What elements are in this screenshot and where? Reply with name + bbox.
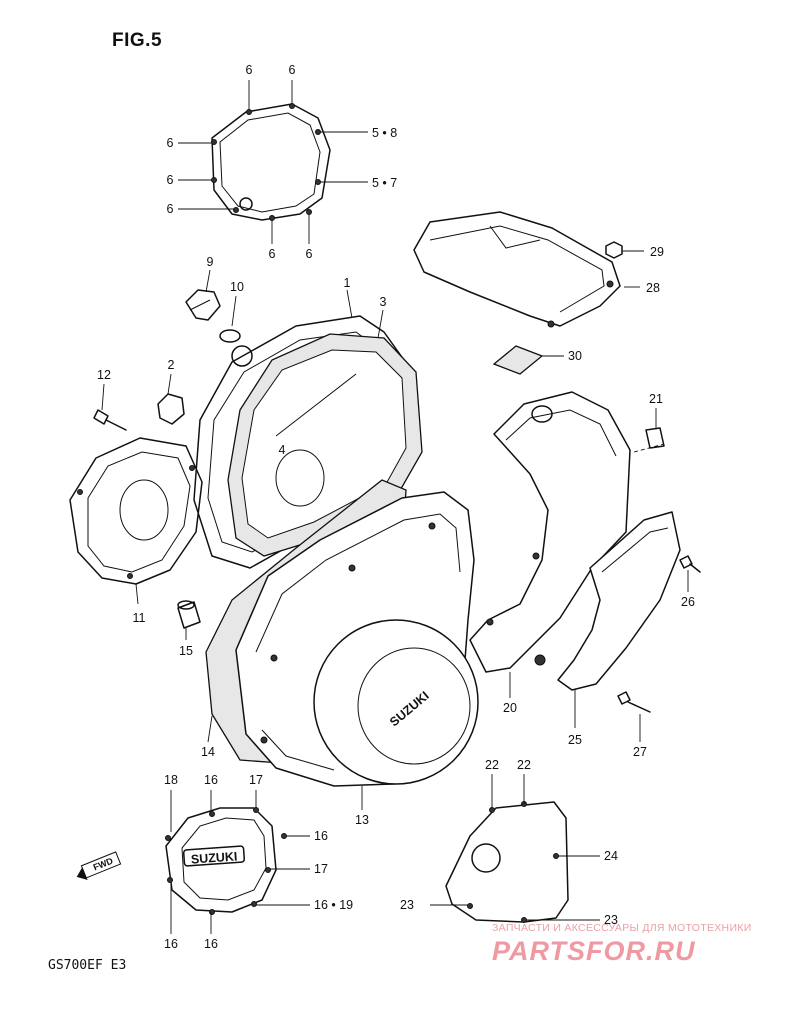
callout-16: 16 — [204, 937, 218, 951]
callout-17: 17 — [314, 862, 328, 876]
callout-9: 9 — [207, 255, 214, 269]
callout-6: 6 — [289, 63, 296, 77]
callout-6: 6 — [306, 247, 313, 261]
callout-6: 6 — [167, 202, 174, 216]
callout-27: 27 — [633, 745, 647, 759]
callout-10: 10 — [230, 280, 244, 294]
callout-11: 11 — [133, 611, 146, 625]
callout-6: 6 — [167, 136, 174, 150]
callout-4: 4 — [279, 443, 286, 457]
chain-case-20 — [469, 391, 631, 673]
pad-30 — [492, 345, 544, 375]
callout-30: 30 — [568, 349, 582, 363]
callout-18: 18 — [164, 773, 178, 787]
callout-16: 16 — [164, 937, 178, 951]
callout-3: 3 — [380, 295, 387, 309]
callouts: 6 6 6 6 6 6 6 5 • 8 5 • 7 29 28 30 9 10 … — [97, 63, 695, 951]
small-cover-emblem: SUZUKI — [190, 849, 237, 866]
callout-6: 6 — [167, 173, 174, 187]
oil-filler-cap — [185, 289, 221, 321]
callout-25: 25 — [568, 733, 582, 747]
figure-title: FIG.5 — [112, 30, 163, 51]
callout-16-19: 16 • 19 — [314, 898, 353, 912]
spacer-21 — [645, 427, 665, 449]
callout-5-7: 5 • 7 — [372, 176, 397, 190]
callout-6: 6 — [269, 247, 276, 261]
o-ring-10 — [219, 329, 241, 343]
cap-2 — [157, 393, 185, 425]
callout-22: 22 — [517, 758, 531, 772]
leader-lines — [101, 80, 689, 934]
model-code: GS700EF E3 — [48, 958, 127, 973]
magneto-cover-13 — [235, 491, 479, 787]
callout-23: 23 — [400, 898, 414, 912]
bolt-27 — [617, 691, 651, 713]
callout-20: 20 — [503, 701, 517, 715]
callout-22: 22 — [485, 758, 499, 772]
bolt-12 — [93, 409, 127, 431]
callout-26: 26 — [681, 595, 695, 609]
callout-21: 21 — [649, 392, 663, 406]
watermark-tagline: ЗАПЧАСТИ И АКСЕССУАРЫ ДЛЯ МОТОТЕХНИКИ — [492, 922, 752, 934]
callout-24: 24 — [604, 849, 618, 863]
bolt-29 — [605, 241, 623, 259]
callout-16: 16 — [204, 773, 218, 787]
callout-28: 28 — [646, 281, 660, 295]
guard-25 — [557, 511, 681, 691]
callout-13: 13 — [355, 813, 369, 827]
callout-5-8: 5 • 8 — [372, 126, 397, 140]
callout-6: 6 — [246, 63, 253, 77]
callout-16: 16 — [314, 829, 328, 843]
callout-23: 23 — [604, 913, 618, 927]
watermark-logo: PARTSFOR.RU — [492, 936, 696, 966]
clutch-inspection-cover — [211, 103, 331, 221]
callout-29: 29 — [650, 245, 664, 259]
callout-17: 17 — [249, 773, 263, 787]
small-cover — [165, 807, 287, 915]
bolt-26 — [679, 555, 701, 573]
plate-24 — [445, 801, 569, 923]
callout-14: 14 — [201, 745, 215, 759]
sprocket-cover-top — [413, 211, 621, 328]
callout-12: 12 — [97, 368, 111, 382]
callout-1: 1 — [344, 276, 351, 290]
callout-2: 2 — [168, 358, 175, 372]
callout-15: 15 — [179, 644, 193, 658]
dowel-15 — [177, 600, 201, 629]
cover-11 — [69, 437, 203, 585]
